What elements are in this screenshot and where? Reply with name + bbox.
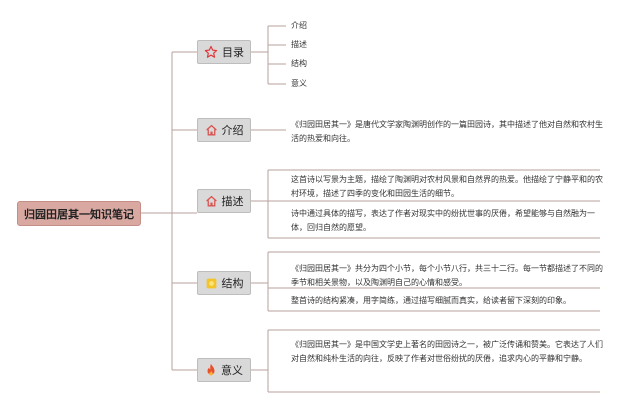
structure-text-1: 《归园田居其一》共分为四个小节，每个小节八行，共三十二行。每一节都描述了不同的季…: [291, 264, 603, 287]
intro-text: 《归园田居其一》是唐代文学家陶渊明创作的一篇田园诗，其中描述了他对自然和农村生活…: [291, 120, 603, 143]
branch-label: 意义: [221, 364, 243, 377]
home-icon: [205, 195, 218, 208]
branch-description[interactable]: 描述: [197, 189, 251, 213]
branch-label: 目录: [222, 46, 244, 59]
branch-structure[interactable]: 结构: [197, 271, 251, 295]
branch-label: 结构: [221, 277, 244, 290]
branch-label: 描述: [221, 195, 244, 208]
branch-contents[interactable]: 目录: [197, 40, 251, 64]
contents-item-description[interactable]: 描述: [291, 40, 307, 49]
branch-intro[interactable]: 介绍: [197, 118, 251, 142]
star-icon: [204, 45, 218, 59]
description-text-1: 这首诗以写景为主题，描绘了陶渊明对农村风景和自然界的热爱。他描绘了宁静平和的农村…: [291, 175, 603, 198]
contents-item-structure[interactable]: 结构: [291, 59, 307, 68]
branch-meaning[interactable]: 意义: [197, 358, 251, 382]
contents-item-intro[interactable]: 介绍: [291, 21, 307, 30]
branch-label: 介绍: [221, 124, 244, 137]
sun-icon: [205, 277, 218, 290]
meaning-text: 《归园田居其一》是中国文学史上著名的田园诗之一，被广泛传诵和赞美。它表达了人们对…: [291, 340, 603, 363]
home-icon: [205, 124, 218, 137]
fire-icon: [205, 363, 217, 377]
structure-text-2: 整首诗的结构紧凑，用字简练，通过描写细腻而真实，给读者留下深刻的印象。: [291, 296, 571, 305]
description-text-2: 诗中通过具体的描写，表达了作者对现实中的纷扰世事的厌倦，希望能够与自然融为一体，…: [291, 209, 595, 232]
root-label: 归园田居其一知识笔记: [24, 207, 134, 221]
root-node[interactable]: 归园田居其一知识笔记: [17, 201, 141, 226]
contents-item-meaning[interactable]: 意义: [291, 79, 307, 88]
